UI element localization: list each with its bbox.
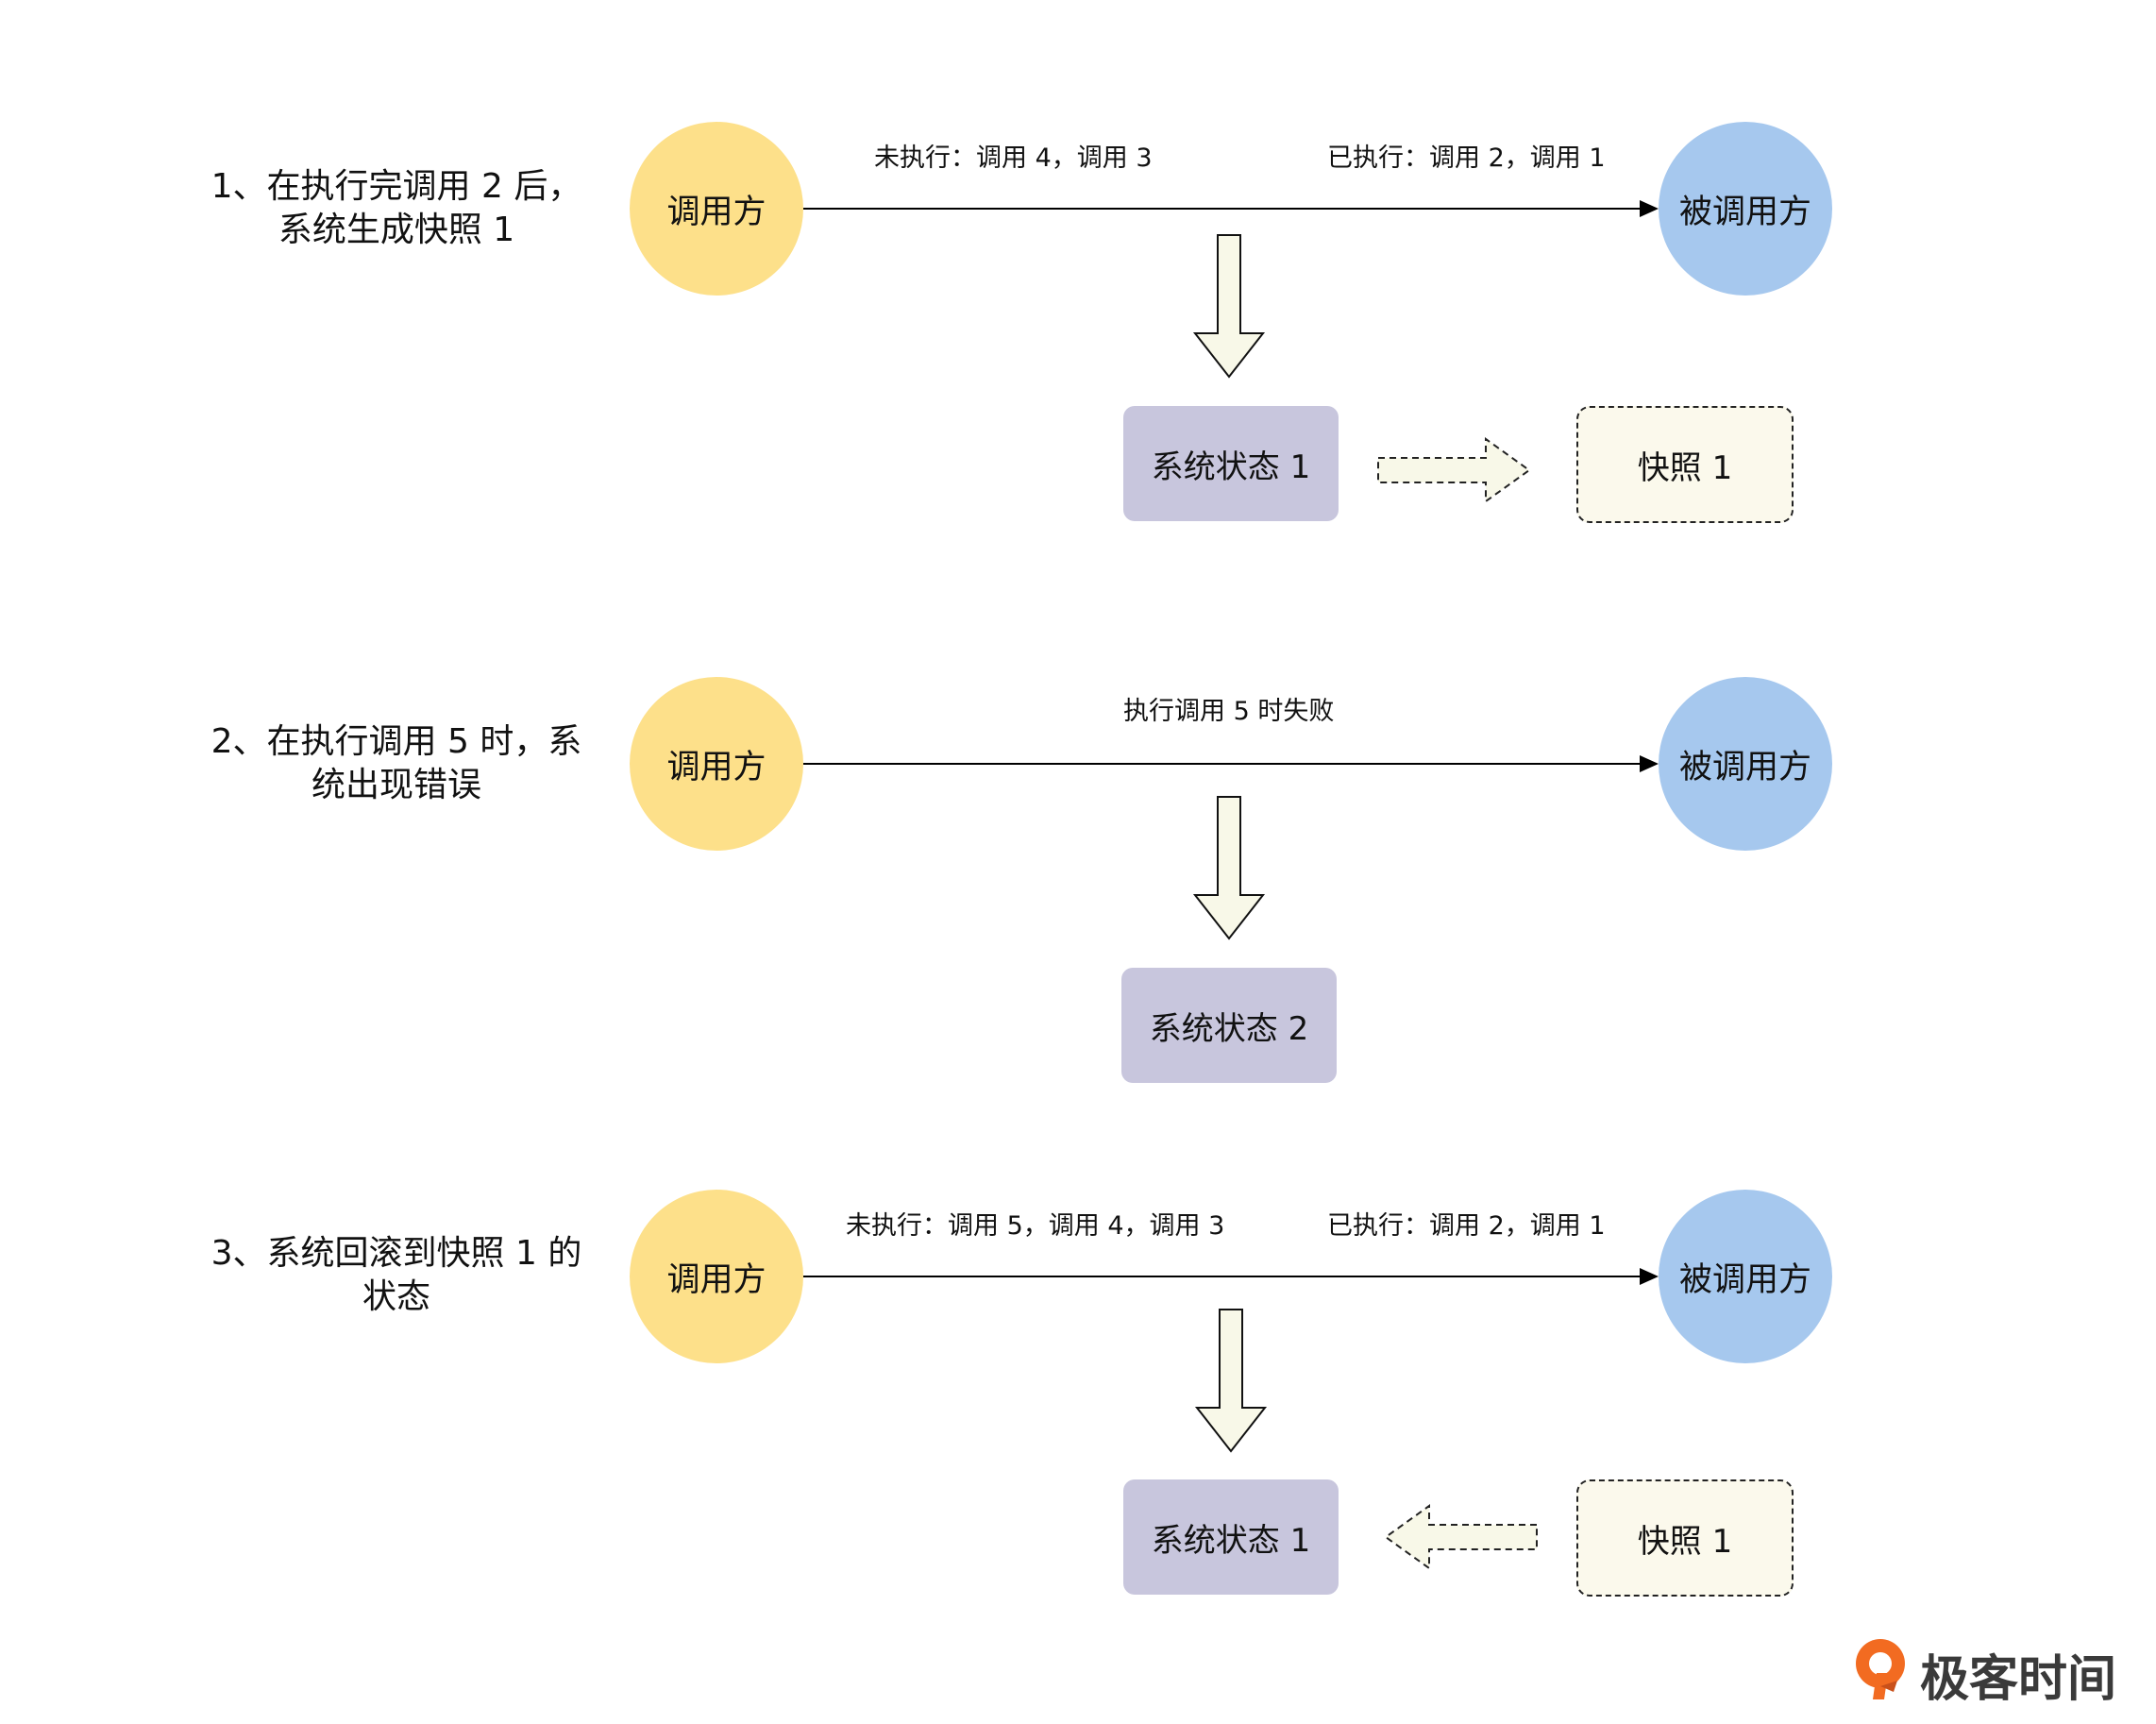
step-2-caller-label: 调用方 (666, 748, 766, 786)
step-3-callee-node: 被调用方 (1659, 1190, 1832, 1363)
step-3-down-arrow (1194, 1309, 1268, 1453)
step-3-description: 3、系统回滚到快照 1 的 状态 (211, 1234, 582, 1316)
step-2-description: 2、在执行调用 5 时，系 统出现错误 (211, 722, 582, 804)
step-3-caller-node: 调用方 (630, 1190, 803, 1363)
step-2-down-arrow (1192, 796, 1266, 940)
step-3-system-state: 系统状态 1 (1123, 1479, 1339, 1595)
step-1-callee-label: 被调用方 (1678, 193, 1811, 231)
step-3-snapshot-label: 快照 1 (1637, 1522, 1733, 1561)
geektime-logo-icon (1856, 1639, 1905, 1699)
step-3-pending-label: 未执行：调用 5，调用 4，调用 3 (846, 1211, 1225, 1241)
step-3-restore-arrow (1384, 1504, 1538, 1570)
logo-text: 极客时间 (1920, 1651, 2117, 1708)
step-2-failure-label: 执行调用 5 时失败 (1123, 697, 1335, 726)
step-2-callee-label: 被调用方 (1678, 748, 1811, 786)
step-1-system-state-label: 系统状态 1 (1151, 448, 1311, 486)
step-3-done-label: 已执行：调用 2，调用 1 (1327, 1211, 1606, 1241)
step-3-snapshot: 快照 1 (1576, 1479, 1794, 1597)
step-1-description: 1、在执行完调用 2 后， 系统生成快照 1 (211, 167, 582, 249)
step-1-system-state: 系统状态 1 (1123, 406, 1339, 521)
step-1-call-arrowhead (1640, 200, 1659, 217)
step-3-caller-label: 调用方 (666, 1260, 766, 1299)
step-1-save-snapshot-arrow (1377, 437, 1531, 503)
step-3-callee-label: 被调用方 (1678, 1260, 1811, 1299)
step-1-snapshot-label: 快照 1 (1637, 448, 1733, 487)
step-2-call-arrowhead (1640, 755, 1659, 772)
step-1-down-arrow (1192, 234, 1266, 379)
step-1-caller-label: 调用方 (666, 193, 766, 231)
step-1-pending-label: 未执行：调用 4，调用 3 (874, 144, 1153, 173)
step-3-call-arrowhead (1640, 1268, 1659, 1285)
step-2-call-line (803, 763, 1640, 765)
step-1-done-label: 已执行：调用 2，调用 1 (1327, 144, 1606, 173)
step-1-callee-node: 被调用方 (1659, 122, 1832, 296)
step-1-caller-node: 调用方 (630, 122, 803, 296)
step-1-call-line (803, 208, 1640, 210)
step-2-caller-node: 调用方 (630, 677, 803, 851)
step-2-callee-node: 被调用方 (1659, 677, 1832, 851)
step-2-system-state: 系统状态 2 (1121, 968, 1337, 1083)
step-3-call-line (803, 1276, 1640, 1277)
step-3-system-state-label: 系统状态 1 (1151, 1521, 1311, 1560)
step-2-system-state-label: 系统状态 2 (1149, 1009, 1309, 1048)
step-1-snapshot: 快照 1 (1576, 406, 1794, 523)
